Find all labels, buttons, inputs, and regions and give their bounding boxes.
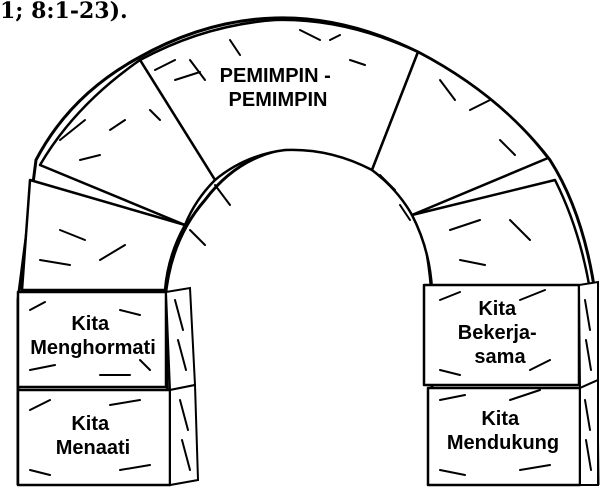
- arch-inner-opening: [165, 149, 432, 485]
- right-lower-side: [580, 380, 598, 485]
- left-upper-side: [166, 288, 195, 390]
- left-lower-side: [170, 385, 198, 485]
- reference-fragment: 1; 8:1-23).: [0, 0, 128, 22]
- right-upper-side: [579, 282, 598, 388]
